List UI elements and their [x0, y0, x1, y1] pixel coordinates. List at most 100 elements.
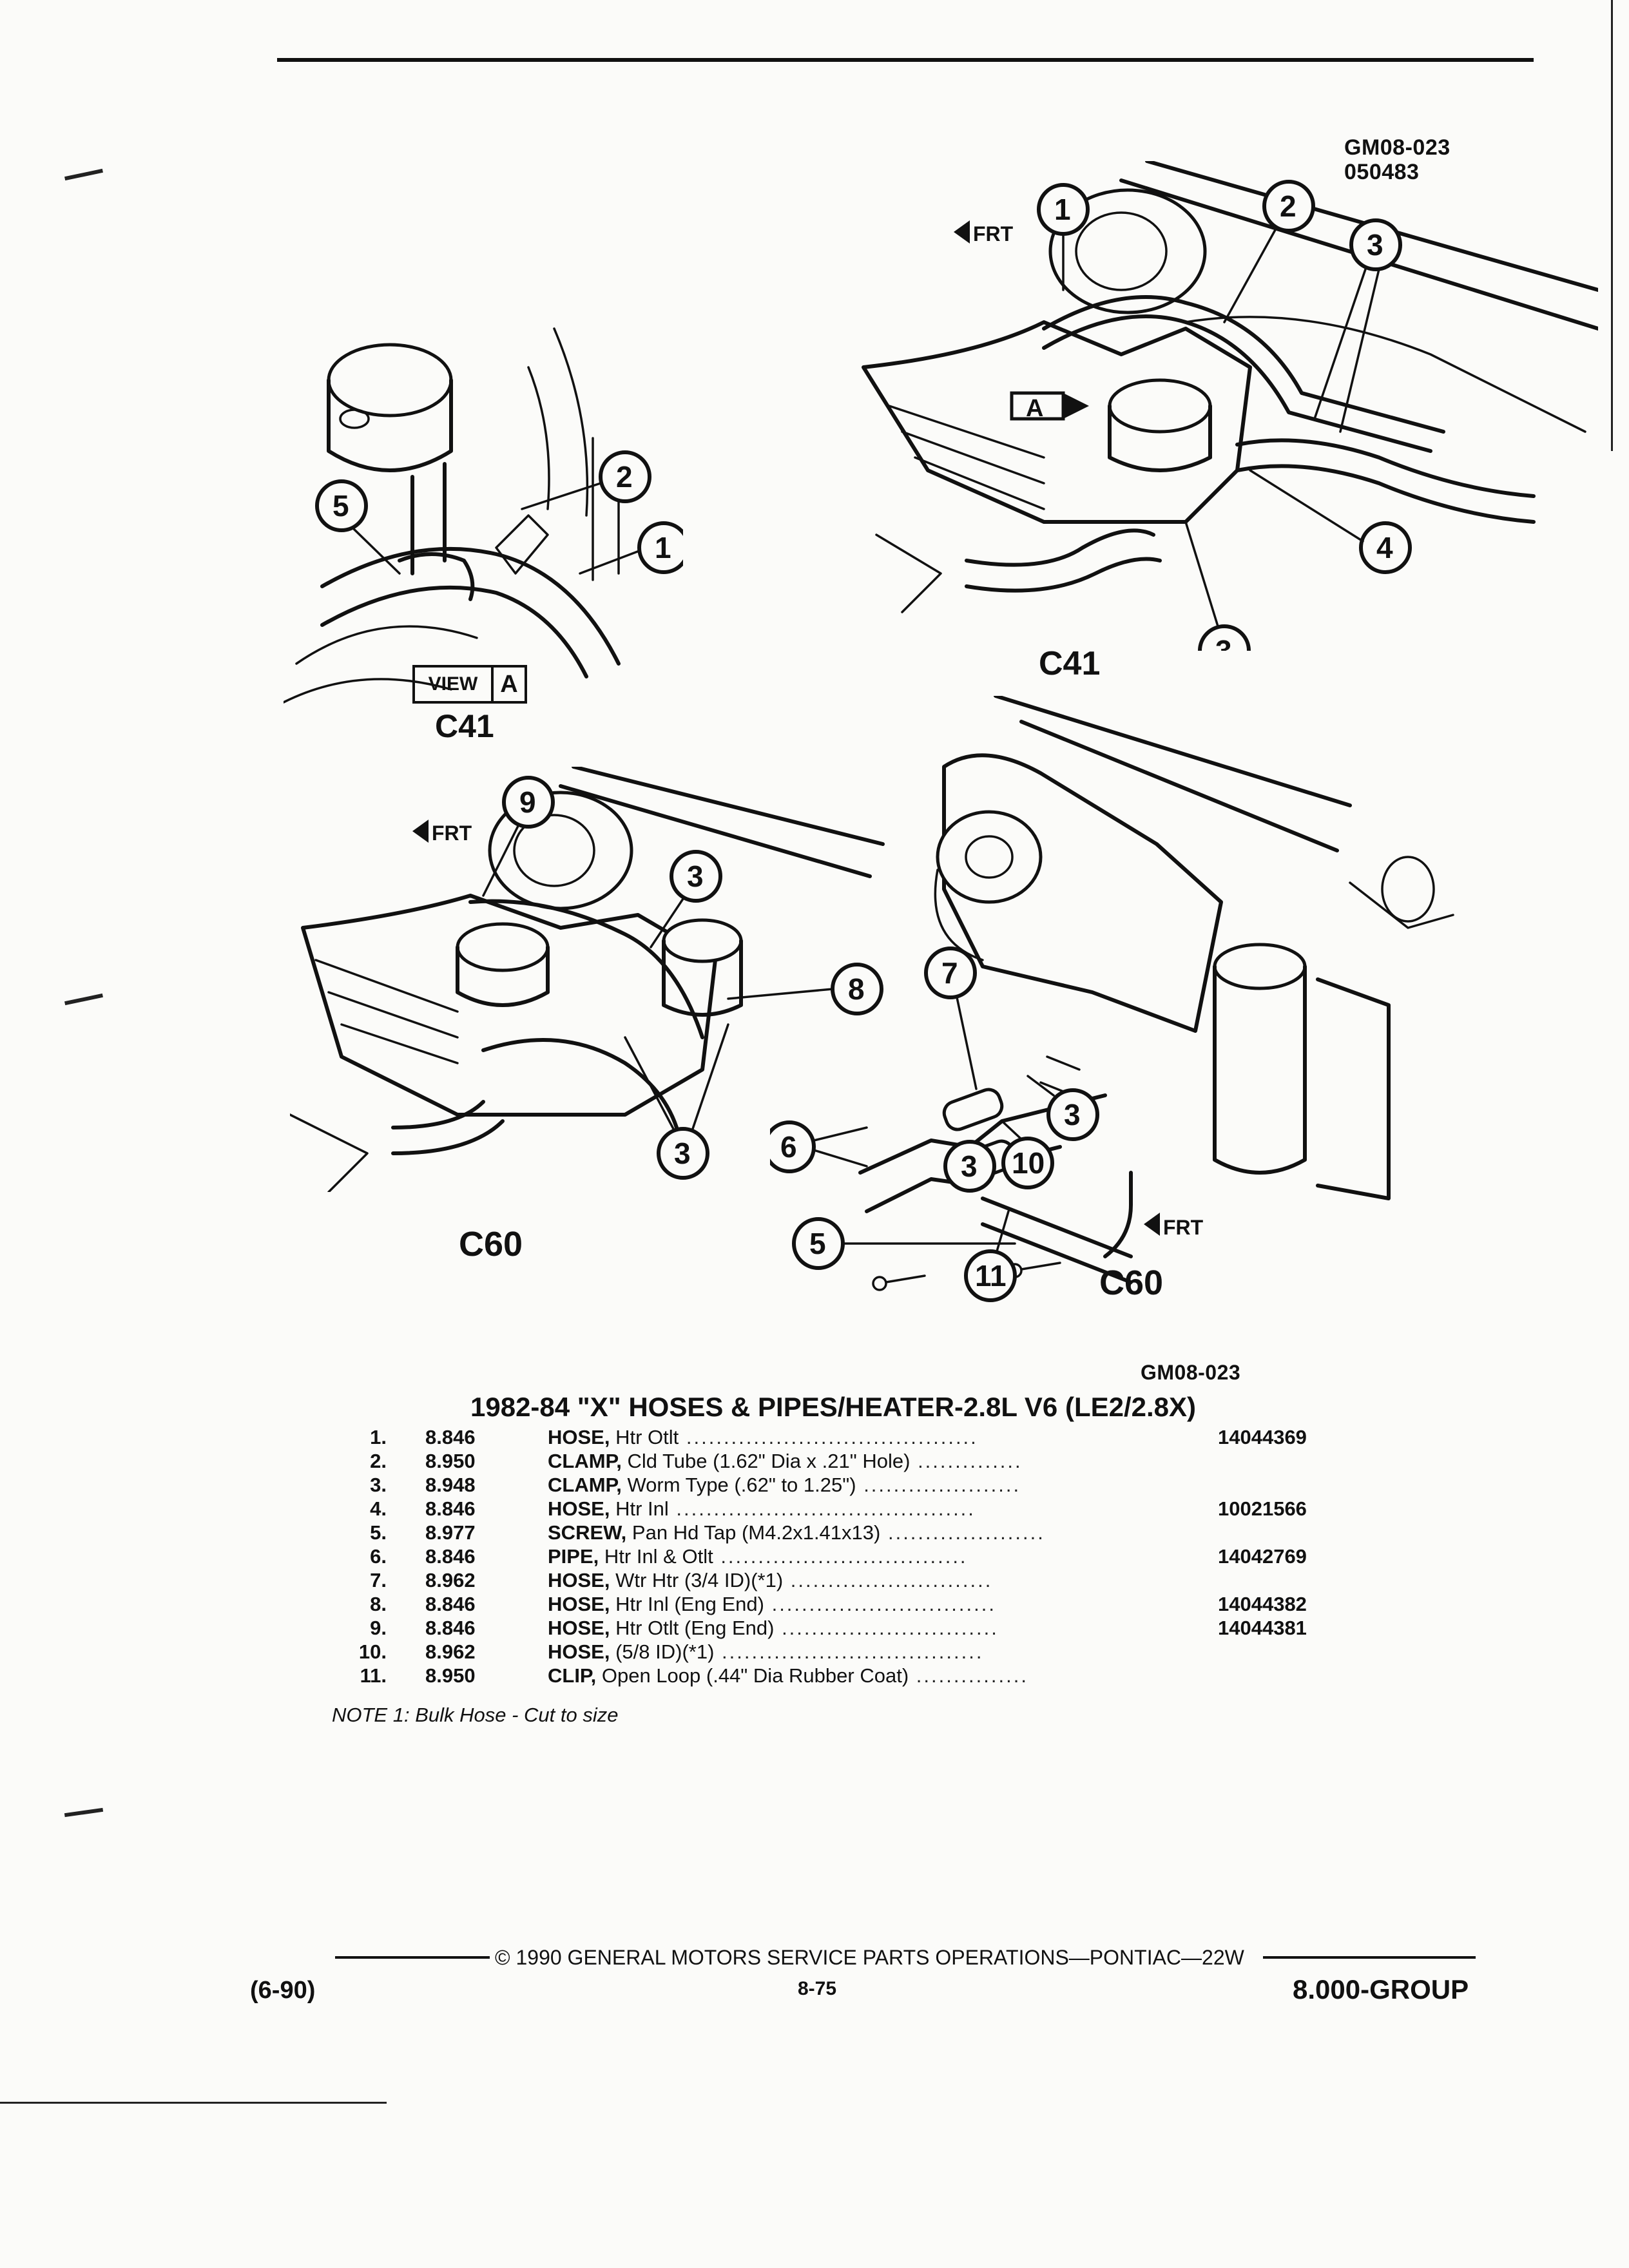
svg-text:3: 3 — [687, 860, 704, 893]
part-number: 14044369 — [1218, 1426, 1307, 1448]
callout-2: 2 — [599, 450, 651, 503]
figure-c60-heater: FRT 7 3 6 3 10 5 11 — [770, 696, 1454, 1302]
top-rule — [277, 58, 1534, 62]
part-description: HOSE, Htr Otlt (Eng End) ...............… — [522, 1616, 1205, 1640]
svg-text:3: 3 — [674, 1137, 691, 1170]
part-name: HOSE, — [548, 1497, 610, 1520]
part-detail: Htr Inl (Eng End) — [615, 1593, 764, 1615]
part-name: SCREW, — [548, 1521, 627, 1544]
part-group: 8.846 — [425, 1426, 476, 1448]
part-number: 14042769 — [1218, 1545, 1307, 1568]
part-index: 2. — [370, 1450, 387, 1472]
part-detail: Worm Type (.62" to 1.25") — [627, 1474, 856, 1496]
part-index: 6. — [370, 1545, 387, 1568]
part-name: CLIP, — [548, 1664, 597, 1687]
callout-3: 3 — [670, 850, 722, 903]
svg-text:3: 3 — [1064, 1098, 1081, 1131]
part-detail: Open Loop (.44" Dia Rubber Coat) — [601, 1664, 909, 1687]
leader-dots: ............... — [909, 1664, 1028, 1687]
figure-c60-engine: FRT 9 3 8 3 — [290, 767, 885, 1192]
footer-group: 8.000-GROUP — [1293, 1974, 1469, 2004]
part-description: HOSE, (5/8 ID)(*1) .....................… — [522, 1640, 1205, 1664]
parts-row: 7. 8.962 HOSE, Wtr Htr (3/4 ID)(*1) ......… — [322, 1568, 1347, 1592]
callout-3: 3 — [1349, 218, 1402, 271]
callout-5: 5 — [792, 1217, 845, 1270]
leader-dots: ................................... — [714, 1640, 984, 1663]
part-index: 5. — [370, 1521, 387, 1544]
scan-mark — [1611, 0, 1613, 451]
parts-row: 1. 8.846 HOSE, Htr Otlt ..................… — [322, 1425, 1347, 1449]
scan-mark — [64, 993, 103, 1006]
part-description: HOSE, Htr Inl ..........................… — [522, 1497, 1205, 1521]
svg-text:2: 2 — [616, 460, 633, 494]
ref-date: 050483 — [1344, 160, 1420, 184]
part-detail: Wtr Htr (3/4 ID)(*1) — [615, 1569, 784, 1591]
part-index: 7. — [370, 1569, 387, 1591]
svg-text:11: 11 — [975, 1259, 1007, 1293]
figure-c41-engine: A FRT 1 2 3 4 3 — [862, 161, 1598, 651]
footer-rule-left — [335, 1956, 490, 1959]
part-number: 14044382 — [1218, 1593, 1307, 1615]
part-description: HOSE, Wtr Htr (3/4 ID)(*1) .............… — [522, 1568, 1205, 1592]
leader-dots: ....................................... — [679, 1426, 978, 1448]
svg-text:3: 3 — [1367, 228, 1383, 262]
part-index: 8. — [370, 1593, 387, 1615]
fig-d-model: C60 — [1099, 1264, 1164, 1302]
fig-a-model: C41 — [435, 708, 494, 744]
part-description: SCREW, Pan Hd Tap (M4.2x1.41x13) .......… — [522, 1521, 1205, 1544]
callout-5: 5 — [315, 479, 368, 532]
svg-text:5: 5 — [333, 489, 349, 523]
part-name: CLAMP, — [548, 1450, 622, 1472]
part-description: CLAMP, Worm Type (.62" to 1.25") .......… — [522, 1473, 1205, 1497]
svg-text:7: 7 — [941, 956, 958, 990]
callout-3b: 3 — [943, 1140, 996, 1193]
part-group: 8.846 — [425, 1545, 476, 1568]
callout-1: 1 — [1037, 183, 1090, 236]
ref-code: GM08-023 — [1344, 135, 1451, 160]
part-number — [1205, 1568, 1347, 1592]
leader-dots: .............. — [910, 1450, 1023, 1472]
callout-8: 8 — [831, 963, 883, 1015]
leader-dots: ..................... — [880, 1521, 1045, 1544]
part-number — [1205, 1521, 1347, 1544]
part-group: 8.846 — [425, 1497, 476, 1520]
part-number — [1205, 1449, 1347, 1473]
callout-11: 11 — [964, 1249, 1017, 1302]
part-group: 8.950 — [425, 1664, 476, 1687]
section-title: 1982-84 "X" HOSES & PIPES/HEATER-2.8L V6… — [470, 1392, 1197, 1422]
leader-dots: ................................. — [713, 1545, 968, 1568]
footer-copyright: © 1990 GENERAL MOTORS SERVICE PARTS OPER… — [495, 1946, 1244, 1969]
part-detail: Cld Tube (1.62" Dia x .21" Hole) — [627, 1450, 911, 1472]
leader-dots: ........................................ — [668, 1497, 976, 1520]
part-number: 14044381 — [1218, 1617, 1307, 1639]
part-name: HOSE, — [548, 1617, 610, 1639]
callout-9: 9 — [502, 776, 555, 829]
part-group: 8.950 — [425, 1450, 476, 1472]
part-name: HOSE, — [548, 1426, 610, 1448]
view-a-label: VIEW A — [412, 665, 541, 704]
bottom-ref-code: GM08-023 — [1141, 1361, 1241, 1384]
footer-date: (6-90) — [250, 1977, 316, 2004]
part-detail: Htr Inl — [615, 1497, 669, 1520]
callout-3b: 3 — [1198, 624, 1251, 651]
figure-view-a: 5 2 1 — [284, 327, 683, 704]
part-name: HOSE, — [548, 1593, 610, 1615]
fig-d-direction: FRT — [1163, 1216, 1204, 1239]
part-group: 8.846 — [425, 1593, 476, 1615]
part-group: 8.977 — [425, 1521, 476, 1544]
view-letter-box: A — [491, 665, 527, 704]
leader-dots: ..................... — [856, 1474, 1021, 1496]
part-detail: Htr Otlt (Eng End) — [615, 1617, 775, 1639]
part-index: 1. — [370, 1426, 387, 1448]
part-description: HOSE, Htr Otlt .........................… — [522, 1425, 1205, 1449]
fig-b-direction: FRT — [973, 222, 1014, 245]
part-description: PIPE, Htr Inl & Otlt ...................… — [522, 1544, 1205, 1568]
part-group: 8.962 — [425, 1569, 476, 1591]
svg-text:9: 9 — [519, 785, 536, 819]
callout-7: 7 — [924, 947, 977, 999]
svg-text:3: 3 — [1215, 634, 1232, 651]
part-group: 8.962 — [425, 1640, 476, 1663]
